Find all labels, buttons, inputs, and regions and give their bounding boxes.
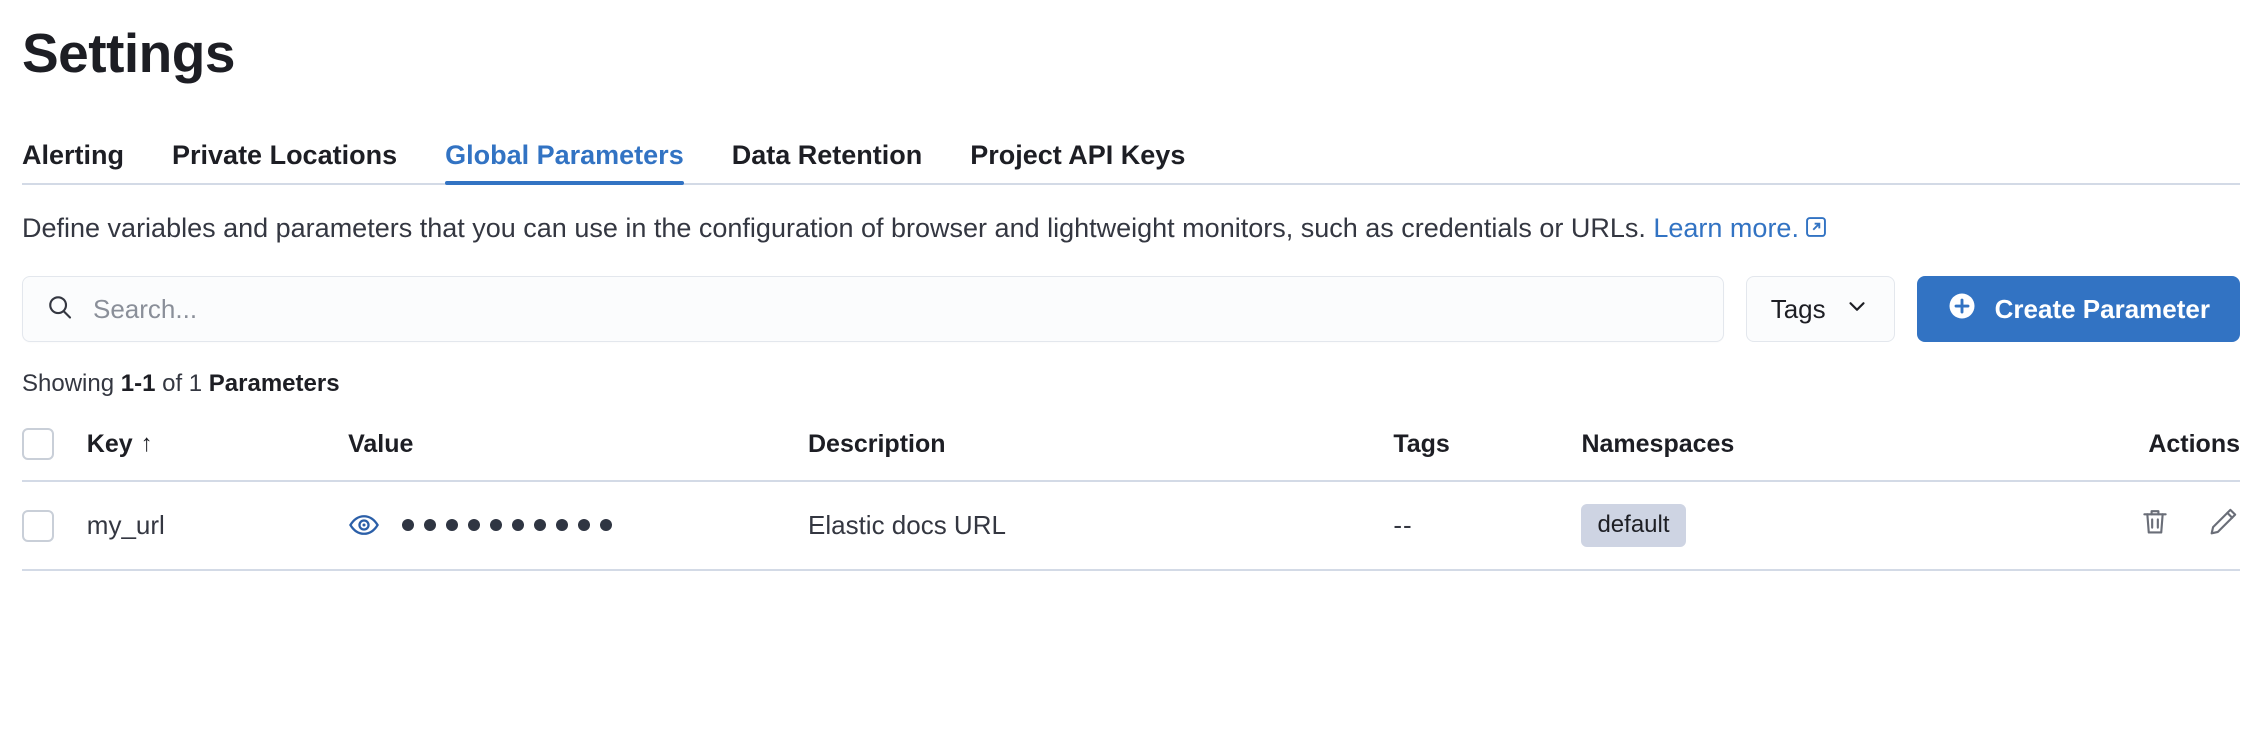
column-header-value[interactable]: Value bbox=[348, 414, 808, 483]
column-header-key[interactable]: Key↑ bbox=[86, 414, 349, 483]
parameters-table: Key↑ Value Description Tags Namespaces A… bbox=[22, 414, 2240, 571]
pencil-icon[interactable] bbox=[2206, 505, 2240, 539]
page-title: Settings bbox=[22, 22, 235, 84]
row-select-cell bbox=[22, 481, 87, 571]
search-input[interactable] bbox=[93, 293, 1701, 325]
tab-project-api-keys[interactable]: Project API Keys bbox=[970, 140, 1186, 171]
controls-row: Tags Create Parameter bbox=[22, 276, 2240, 343]
create-parameter-button[interactable]: Create Parameter bbox=[1916, 276, 2240, 343]
namespace-badge: default bbox=[1581, 504, 1686, 547]
plus-circle-icon bbox=[1947, 291, 1977, 328]
select-all-checkbox[interactable] bbox=[22, 428, 54, 461]
search-box[interactable] bbox=[22, 276, 1724, 343]
tab-private-locations[interactable]: Private Locations bbox=[172, 140, 398, 171]
row-namespaces-cell: default bbox=[1581, 481, 2031, 571]
tags-filter-button[interactable]: Tags bbox=[1745, 276, 1895, 343]
column-header-tags[interactable]: Tags bbox=[1393, 414, 1582, 483]
description-text: Define variables and parameters that you… bbox=[22, 213, 1654, 244]
tab-alerting[interactable]: Alerting bbox=[22, 140, 125, 171]
tab-data-retention[interactable]: Data Retention bbox=[731, 140, 923, 171]
showing-prefix: Showing bbox=[22, 370, 121, 398]
column-header-key-label: Key bbox=[86, 429, 133, 458]
page-description: Define variables and parameters that you… bbox=[22, 211, 2202, 246]
settings-tabs: Alerting Private Locations Global Parame… bbox=[22, 127, 2240, 186]
external-link-icon bbox=[1805, 212, 1827, 246]
table-header-row: Key↑ Value Description Tags Namespaces A… bbox=[22, 414, 2240, 483]
row-tags-cell: -- bbox=[1393, 481, 1582, 571]
create-parameter-label: Create Parameter bbox=[1994, 293, 2210, 324]
table-row: my_url bbox=[22, 481, 2240, 571]
row-description-cell: Elastic docs URL bbox=[807, 481, 1394, 571]
eye-icon[interactable] bbox=[348, 509, 380, 541]
row-checkbox[interactable] bbox=[22, 510, 54, 543]
tab-global-parameters[interactable]: Global Parameters bbox=[421, 142, 708, 186]
showing-entity: Parameters bbox=[208, 370, 340, 398]
showing-middle: of 1 bbox=[155, 370, 209, 398]
column-header-namespaces[interactable]: Namespaces bbox=[1581, 414, 2031, 483]
showing-range: 1-1 bbox=[120, 370, 156, 398]
select-all-header bbox=[22, 414, 87, 483]
row-value-cell bbox=[348, 481, 808, 571]
search-icon bbox=[45, 292, 75, 327]
sort-ascending-icon: ↑ bbox=[140, 429, 153, 457]
trash-icon[interactable] bbox=[2138, 505, 2172, 539]
masked-value bbox=[402, 519, 613, 532]
column-header-description[interactable]: Description bbox=[807, 414, 1394, 483]
column-header-actions: Actions bbox=[2030, 414, 2240, 483]
tags-filter-label: Tags bbox=[1770, 293, 1826, 324]
chevron-down-icon bbox=[1844, 293, 1870, 326]
results-count: Showing 1-1 of 1 Parameters bbox=[22, 370, 2240, 398]
row-key-cell: my_url bbox=[86, 481, 349, 571]
learn-more-link[interactable]: Learn more. bbox=[1653, 213, 1799, 244]
row-actions-cell bbox=[2030, 481, 2240, 571]
